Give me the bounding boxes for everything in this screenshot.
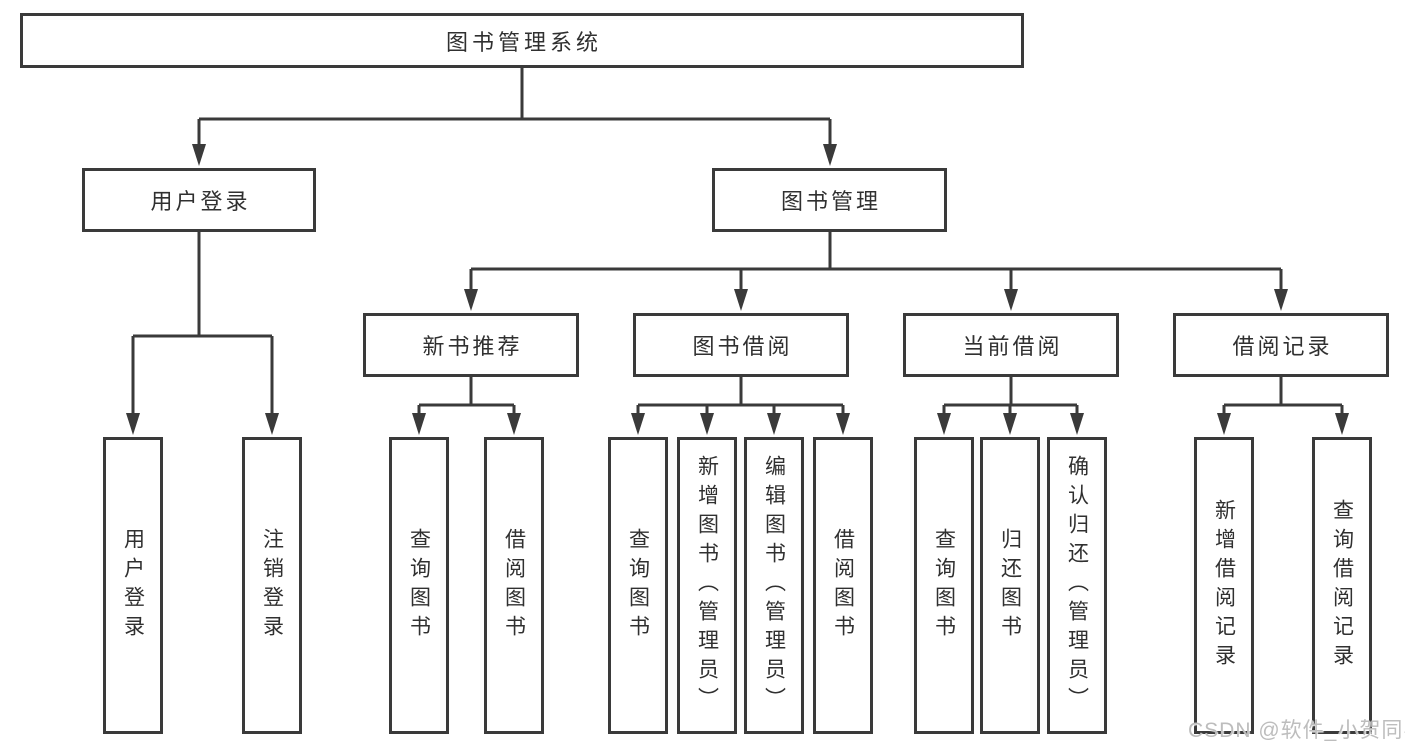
node-label: 新增图书（管理员） <box>695 455 719 716</box>
node-book-borrow: 图书借阅 <box>633 313 849 377</box>
node-leaf-user-login: 用户登录 <box>103 437 163 734</box>
node-user-login: 用户登录 <box>82 168 316 232</box>
arrowhead <box>265 413 279 435</box>
node-label: 图书管理系统 <box>445 29 602 55</box>
node-book-management: 图书管理 <box>712 168 947 232</box>
node-label: 图书借阅 <box>692 334 793 359</box>
node-label: 新增借阅记录 <box>1212 498 1236 673</box>
node-leaf-query-borrow-record: 查询借阅记录 <box>1312 437 1372 734</box>
node-label: 查询图书 <box>407 527 431 644</box>
connector-root <box>197 68 832 146</box>
node-label: 用户登录 <box>150 189 251 214</box>
arrowhead <box>126 413 140 435</box>
connector-current-borrow <box>942 377 1079 416</box>
arrowhead <box>1217 413 1231 435</box>
node-leaf-borrow-books-1: 借阅图书 <box>484 437 544 734</box>
arrowhead <box>1070 413 1084 435</box>
node-label: 查询借阅记录 <box>1330 498 1354 673</box>
node-leaf-logout: 注销登录 <box>242 437 302 734</box>
arrowhead <box>823 144 837 166</box>
node-label: 编辑图书（管理员） <box>762 455 786 716</box>
node-leaf-edit-book-admin: 编辑图书（管理员） <box>744 437 804 734</box>
node-borrow-records: 借阅记录 <box>1173 313 1389 377</box>
node-label: 新书推荐 <box>422 334 523 359</box>
node-label: 借阅图书 <box>502 527 526 644</box>
arrowhead <box>1004 289 1018 311</box>
connector-user-login <box>131 232 274 416</box>
node-label: 当前借阅 <box>962 334 1063 359</box>
node-leaf-query-books-2: 查询图书 <box>608 437 668 734</box>
arrowhead <box>1274 289 1288 311</box>
arrowhead <box>464 289 478 311</box>
connector-new-book <box>417 377 516 416</box>
node-label: 归还图书 <box>998 527 1022 644</box>
arrowhead <box>836 413 850 435</box>
node-label: 用户登录 <box>121 527 145 644</box>
node-label: 借阅记录 <box>1232 334 1333 359</box>
connector-book-borrow <box>636 377 845 416</box>
arrowhead <box>937 413 951 435</box>
node-label: 查询图书 <box>626 527 650 644</box>
node-label: 确认归还（管理员） <box>1065 455 1089 716</box>
node-label: 查询图书 <box>932 527 956 644</box>
arrowhead <box>1003 413 1017 435</box>
node-leaf-query-books-1: 查询图书 <box>389 437 449 734</box>
connector-borrow-records <box>1222 377 1344 416</box>
arrowhead <box>507 413 521 435</box>
node-leaf-add-book-admin: 新增图书（管理员） <box>677 437 737 734</box>
node-current-borrow: 当前借阅 <box>903 313 1119 377</box>
arrowhead <box>1335 413 1349 435</box>
arrowhead <box>192 144 206 166</box>
arrowhead <box>631 413 645 435</box>
node-label: 借阅图书 <box>831 527 855 644</box>
arrowhead <box>734 289 748 311</box>
arrowhead <box>700 413 714 435</box>
node-leaf-add-borrow-record: 新增借阅记录 <box>1194 437 1254 734</box>
node-label: 注销登录 <box>260 527 284 644</box>
watermark: CSDN @软件_小贺同学 <box>1188 719 1405 742</box>
node-label: 图书管理 <box>780 189 881 214</box>
node-leaf-query-books-3: 查询图书 <box>914 437 974 734</box>
node-root: 图书管理系统 <box>20 13 1024 68</box>
arrowhead <box>412 413 426 435</box>
node-leaf-return-book: 归还图书 <box>980 437 1040 734</box>
node-leaf-borrow-books-2: 借阅图书 <box>813 437 873 734</box>
node-new-book-recommend: 新书推荐 <box>363 313 579 377</box>
arrowhead <box>767 413 781 435</box>
connector-book-management <box>469 232 1283 292</box>
node-leaf-confirm-return-admin: 确认归还（管理员） <box>1047 437 1107 734</box>
